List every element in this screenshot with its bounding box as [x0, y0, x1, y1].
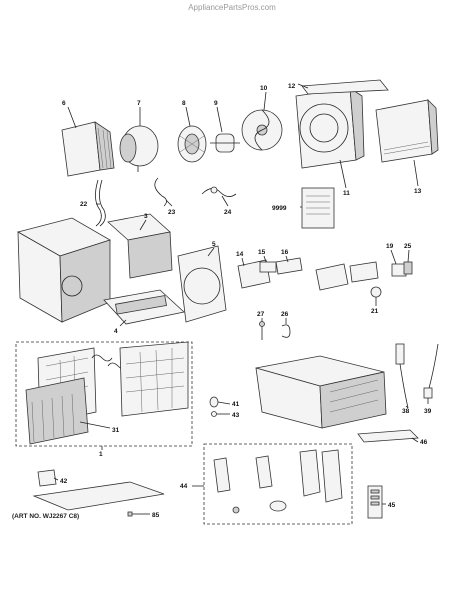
callout-22: 22	[80, 201, 88, 208]
leader-lines	[53, 83, 429, 515]
part-7-compressor[interactable]	[119, 125, 159, 172]
callout-19: 19	[386, 243, 394, 250]
callout-46: 46	[420, 439, 428, 446]
callout-1: 1	[99, 451, 103, 458]
callout-26: 26	[281, 311, 289, 318]
art-number: (ART NO. WJ2267 C8)	[12, 513, 80, 520]
part-85-screw[interactable]	[127, 511, 140, 517]
callout-5: 5	[212, 241, 216, 248]
part-13-evaporator-coil[interactable]	[375, 98, 439, 163]
part-24-capillary[interactable]	[201, 186, 237, 197]
base-pan-assembly[interactable]	[16, 217, 111, 323]
part-3-duct[interactable]	[107, 213, 173, 279]
control-box[interactable]	[315, 261, 379, 291]
callout-25: 25	[404, 243, 412, 250]
callout-42: 42	[60, 478, 68, 485]
callout-15: 15	[258, 249, 266, 256]
callout-4: 4	[114, 328, 118, 335]
callout-27: 27	[257, 311, 265, 318]
part-22-tube[interactable]	[95, 179, 106, 227]
callout-16: 16	[281, 249, 289, 256]
part-25-clip[interactable]	[403, 261, 413, 275]
callout-23: 23	[168, 209, 176, 216]
part-38-power-cord[interactable]	[395, 343, 409, 409]
callout-7: 7	[137, 100, 141, 107]
part-42-label[interactable]	[37, 469, 57, 487]
callout-8: 8	[182, 100, 186, 107]
callout-9999: 9999	[272, 205, 287, 212]
part-6-condenser-coil[interactable]	[61, 121, 115, 177]
part-46-rail[interactable]	[357, 429, 419, 443]
part-43-washer[interactable]	[211, 411, 217, 417]
callout-labels: 6 7 8 9 10 12 11 13 22 23 24 9999 3 5 4 …	[60, 83, 432, 519]
part-27-screw[interactable]	[259, 321, 265, 341]
base-tray[interactable]	[32, 481, 165, 511]
callout-11: 11	[343, 190, 350, 197]
callout-14: 14	[236, 251, 244, 258]
watermark: AppliancePartsPros.com	[188, 3, 276, 12]
part-26-clip[interactable]	[281, 324, 291, 338]
part-9-fan-motor[interactable]	[210, 133, 240, 153]
part-31-air-filter[interactable]	[25, 377, 89, 445]
part-11-shroud[interactable]	[295, 87, 365, 169]
callout-21: 21	[371, 308, 379, 315]
callout-9: 9	[214, 100, 218, 107]
callout-38: 38	[402, 408, 410, 415]
cabinet-wrapper[interactable]	[255, 355, 387, 429]
part-16-board[interactable]	[275, 257, 303, 275]
part-15-switch[interactable]	[259, 261, 277, 273]
part-44-side-curtains[interactable]	[213, 449, 343, 514]
part-23-tube[interactable]	[154, 177, 167, 207]
part-4-bracket[interactable]	[103, 289, 185, 325]
callout-45: 45	[388, 502, 396, 509]
callout-6: 6	[62, 100, 66, 107]
callout-31: 31	[112, 427, 120, 434]
part-21-knob[interactable]	[370, 286, 382, 298]
callout-10: 10	[260, 85, 268, 92]
callout-3: 3	[144, 213, 148, 220]
callout-44: 44	[180, 483, 188, 490]
callout-43: 43	[232, 412, 240, 419]
callout-85: 85	[152, 512, 160, 519]
part-45-remote[interactable]	[367, 485, 383, 519]
part-9999-manual[interactable]	[301, 187, 335, 229]
callout-13: 13	[414, 188, 422, 195]
part-8-blower-wheel[interactable]	[177, 125, 207, 163]
callout-24: 24	[224, 209, 232, 216]
part-12-top-cover[interactable]	[301, 79, 389, 95]
kit-1-front-assembly-box	[15, 341, 193, 447]
callout-39: 39	[424, 408, 432, 415]
part-41-grommet[interactable]	[209, 396, 219, 408]
part-5-scroll-housing[interactable]	[177, 245, 227, 323]
front-panel[interactable]	[119, 341, 189, 417]
kit-44-install-kit-box	[203, 443, 353, 525]
part-10-fan-blade[interactable]	[241, 109, 283, 151]
callout-12: 12	[288, 83, 296, 90]
callout-41: 41	[232, 401, 240, 408]
part-39-drain-hose[interactable]	[423, 343, 439, 399]
